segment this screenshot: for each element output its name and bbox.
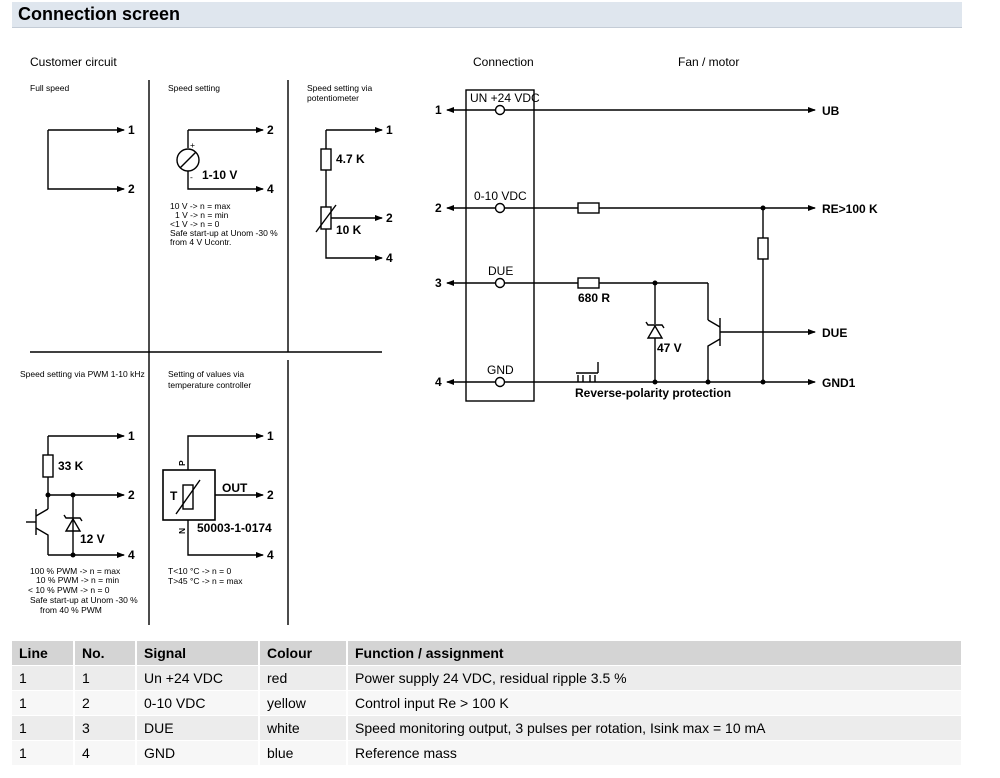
table-row: 1 4 GND blue Reference mass xyxy=(12,740,963,766)
cell-line: 1 xyxy=(12,740,75,766)
cell-signal: Un +24 VDC xyxy=(136,665,260,691)
pwm-note-3: < 10 % PWM -> n = 0 xyxy=(28,585,110,595)
zener-47v-label: 47 V xyxy=(657,341,682,355)
page-title: Connection screen xyxy=(18,4,181,24)
pwm-title: Speed setting via PWM 1-10 kHz xyxy=(20,369,145,379)
output-ub: UB xyxy=(822,104,840,118)
table-row: 1 1 Un +24 VDC red Power supply 24 VDC, … xyxy=(12,665,963,691)
pwm-terminal-2: 2 xyxy=(128,488,135,502)
full-speed-terminal-2: 2 xyxy=(128,182,135,196)
line-3-number: 3 xyxy=(435,276,442,290)
pin-4-label: GND xyxy=(487,363,514,377)
minus-sign: - xyxy=(190,172,193,182)
cell-colour: blue xyxy=(259,740,348,766)
pwm-note-2: 10 % PWM -> n = min xyxy=(36,575,119,585)
cell-function: Power supply 24 VDC, residual ripple 3.5… xyxy=(347,665,963,691)
fan-motor-heading: Fan / motor xyxy=(678,55,739,69)
signal-table: Line No. Signal Colour Function / assign… xyxy=(12,641,963,766)
temp-t-label: T xyxy=(170,489,178,503)
cell-line: 1 xyxy=(12,715,75,741)
pot-r2-label: 10 K xyxy=(336,223,362,237)
customer-circuit-heading: Customer circuit xyxy=(30,55,117,69)
speed-note-5: from 4 V Ucontr. xyxy=(170,237,231,247)
col-colour-header: Colour xyxy=(259,641,348,666)
pot-r1-label: 4.7 K xyxy=(336,152,365,166)
temp-n-label: N xyxy=(177,528,187,534)
cell-no: 3 xyxy=(74,715,137,741)
reverse-polarity-label: Reverse-polarity protection xyxy=(575,386,731,400)
cell-line: 1 xyxy=(12,690,75,716)
cell-no: 4 xyxy=(74,740,137,766)
table-row: 1 2 0-10 VDC yellow Control input Re > 1… xyxy=(12,690,963,716)
title-bar: Connection screen xyxy=(12,2,962,28)
speed-note-2: 1 V -> n = min xyxy=(175,210,229,220)
cell-line: 1 xyxy=(12,665,75,691)
pwm-terminal-1: 1 xyxy=(128,429,135,443)
output-re: RE>100 K xyxy=(822,202,878,216)
speed-setting-label: Speed setting xyxy=(168,83,220,93)
temp-p-label: P xyxy=(177,460,187,466)
output-gnd1: GND1 xyxy=(822,376,856,390)
temp-note-2: T>45 °C -> n = max xyxy=(168,576,243,586)
voltage-label: 1-10 V xyxy=(202,168,237,182)
pwm-zener-label: 12 V xyxy=(80,532,105,546)
col-line-header: Line xyxy=(12,641,75,666)
temp-note-1: T<10 °C -> n = 0 xyxy=(168,566,231,576)
temp-terminal-1: 1 xyxy=(267,429,274,443)
cell-function: Speed monitoring output, 3 pulses per ro… xyxy=(347,715,963,741)
col-signal-header: Signal xyxy=(136,641,260,666)
full-speed-terminal-1: 1 xyxy=(128,123,135,137)
pwm-note-1: 100 % PWM -> n = max xyxy=(30,566,121,576)
line-1-number: 1 xyxy=(435,103,442,117)
temp-terminal-4: 4 xyxy=(267,548,274,562)
speed-note-3: <1 V -> n = 0 xyxy=(170,219,220,229)
temp-terminal-2: 2 xyxy=(267,488,274,502)
temp-part-number: 50003-1-0174 xyxy=(197,521,272,535)
full-speed-label: Full speed xyxy=(30,83,69,93)
pot-terminal-2: 2 xyxy=(386,211,393,225)
plus-sign: + xyxy=(190,140,195,150)
resistor-680-label: 680 R xyxy=(578,291,610,305)
pwm-terminal-4: 4 xyxy=(128,548,135,562)
speed-terminal-2: 2 xyxy=(267,123,274,137)
pwm-note-5: from 40 % PWM xyxy=(40,605,102,615)
cell-function: Reference mass xyxy=(347,740,963,766)
cell-colour: red xyxy=(259,665,348,691)
table-row: 1 3 DUE white Speed monitoring output, 3… xyxy=(12,715,963,741)
col-no-header: No. xyxy=(74,641,137,666)
cell-function: Control input Re > 100 K xyxy=(347,690,963,716)
temp-out-label: OUT xyxy=(222,481,248,495)
temp-title-line1: Setting of values via xyxy=(168,369,244,379)
pot-terminal-4: 4 xyxy=(386,251,393,265)
temp-title-line2: temperature controller xyxy=(168,380,251,390)
wiring-diagram: Customer circuit Full speed Speed settin… xyxy=(20,55,878,625)
connection-heading: Connection xyxy=(473,55,534,69)
pot-title-line2: potentiometer xyxy=(307,93,359,103)
line-4-number: 4 xyxy=(435,375,442,389)
pwm-r-label: 33 K xyxy=(58,459,84,473)
cell-signal: DUE xyxy=(136,715,260,741)
output-due: DUE xyxy=(822,326,847,340)
pot-title-line1: Speed setting via xyxy=(307,83,372,93)
cell-no: 1 xyxy=(74,665,137,691)
col-function-header: Function / assignment xyxy=(347,641,963,666)
pwm-note-4: Safe start-up at Unom -30 % xyxy=(30,595,138,605)
cell-no: 2 xyxy=(74,690,137,716)
pin-1-label: UN +24 VDC xyxy=(470,91,540,105)
pin-3-label: DUE xyxy=(488,264,513,278)
speed-note-1: 10 V -> n = max xyxy=(170,201,231,211)
pot-terminal-1: 1 xyxy=(386,123,393,137)
speed-terminal-4: 4 xyxy=(267,182,274,196)
speed-note-4: Safe start-up at Unom -30 % xyxy=(170,228,278,238)
cell-signal: GND xyxy=(136,740,260,766)
cell-colour: white xyxy=(259,715,348,741)
table-header-row: Line No. Signal Colour Function / assign… xyxy=(12,641,963,666)
cell-signal: 0-10 VDC xyxy=(136,690,260,716)
line-2-number: 2 xyxy=(435,201,442,215)
cell-colour: yellow xyxy=(259,690,348,716)
pin-2-label: 0-10 VDC xyxy=(474,189,527,203)
